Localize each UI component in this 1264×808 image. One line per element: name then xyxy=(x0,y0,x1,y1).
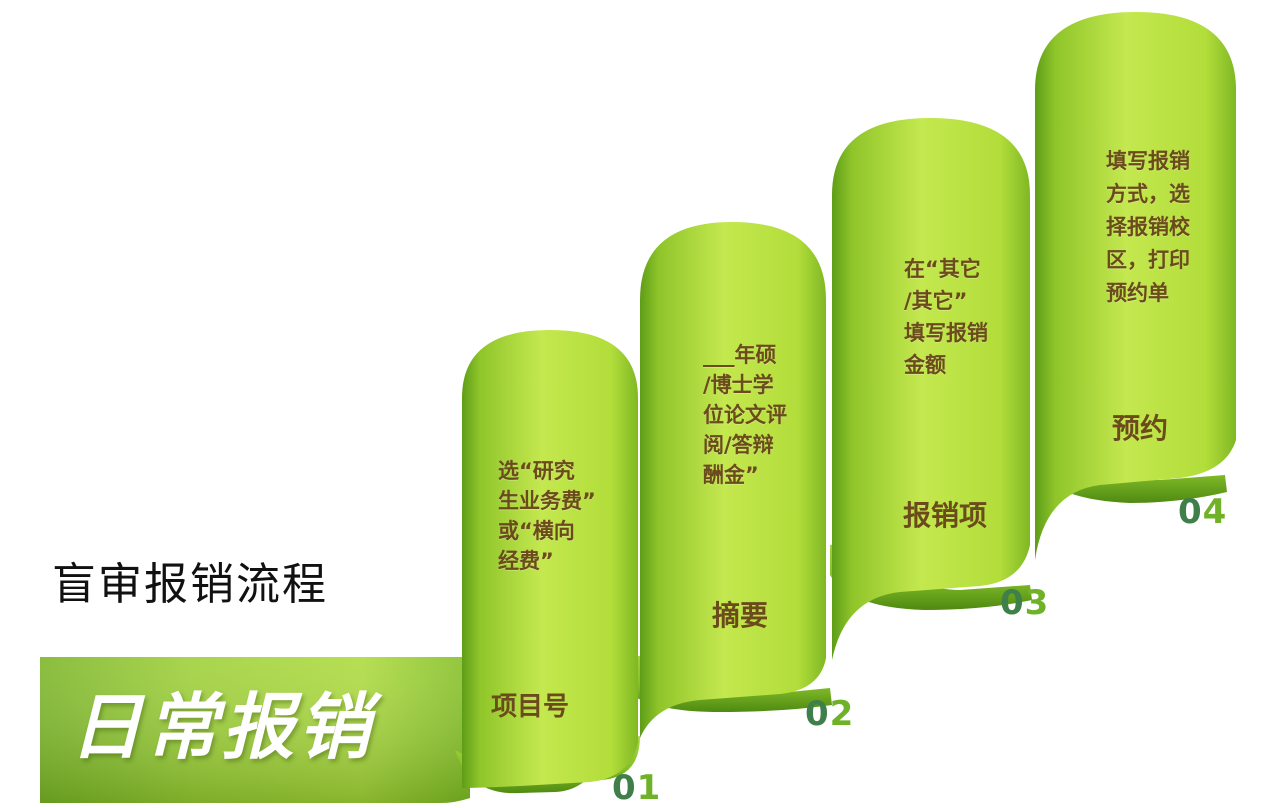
pillar-1 xyxy=(462,330,638,788)
step-1-number: 01 xyxy=(612,768,662,808)
pillar-3 xyxy=(832,118,1030,660)
step-1-description: 选“研究 生业务费” 或“横向 经费” xyxy=(498,459,596,573)
step-1-digit: 1 xyxy=(636,768,662,808)
step-2-digit: 2 xyxy=(829,694,855,734)
pillar-4 xyxy=(1035,12,1236,560)
step-4-description: 填写报销 方式，选 择报销校 区，打印 预约单 xyxy=(1106,149,1190,305)
step-1-label: 项目号 xyxy=(491,692,570,722)
pillar-2 xyxy=(640,222,826,738)
step-3-description: 在“其它 /其它” 填写报销 金额 xyxy=(904,257,988,377)
step-2-number: 02 xyxy=(805,694,855,734)
step-3-label: 报销项 xyxy=(903,499,988,532)
step-4-number: 04 xyxy=(1178,492,1228,532)
step-3-number: 03 xyxy=(1000,583,1050,623)
flow-title: 盲审报销流程 xyxy=(52,559,328,610)
step-3-digit: 3 xyxy=(1024,583,1050,623)
base-band xyxy=(40,657,470,803)
step-4-label: 预约 xyxy=(1112,412,1169,445)
step-2-description: ___年硕 /博士学 位论文评 阅/答辩 酬金” xyxy=(703,343,787,487)
step-2-label: 摘要 xyxy=(712,599,769,632)
step-4-digit: 4 xyxy=(1202,492,1228,532)
main-label: 日常报销 xyxy=(70,685,375,769)
